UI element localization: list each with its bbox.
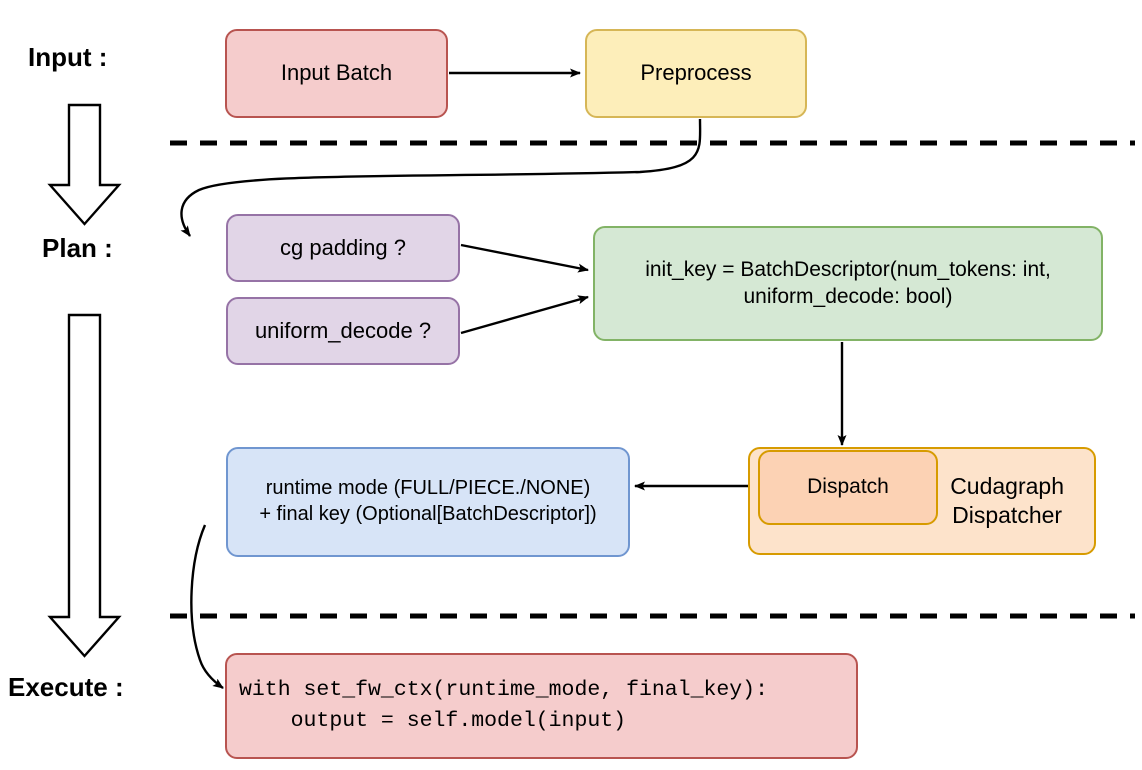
node-input-batch[interactable]: Input Batch (225, 29, 448, 118)
node-dispatch-label: Dispatch (807, 475, 889, 499)
node-execute-code-label: with set_fw_ctx(runtime_mode, final_key)… (239, 678, 768, 733)
node-execute-code[interactable]: with set_fw_ctx(runtime_mode, final_key)… (225, 653, 858, 759)
arrow-cg-padding-to-init-key (460, 243, 589, 273)
node-uniform-decode[interactable]: uniform_decode ? (226, 297, 460, 365)
node-preprocess[interactable]: Preprocess (585, 29, 807, 118)
node-runtime-mode-label: runtime mode (FULL/PIECE./NONE) + final … (259, 477, 597, 525)
arrow-runtime-mode-to-execute-code (190, 524, 224, 689)
node-input-batch-label: Input Batch (280, 60, 393, 86)
node-init-key[interactable]: init_key = BatchDescriptor(num_tokens: i… (593, 226, 1103, 341)
stage-arrow-plan-to-execute (47, 313, 122, 658)
stage-label-input: Input : (28, 42, 108, 72)
node-dispatch[interactable]: Dispatch (758, 450, 938, 525)
node-cg-padding-label: cg padding ? (280, 234, 406, 260)
node-uniform-decode-label: uniform_decode ? (254, 317, 432, 343)
stage-arrow-input-to-plan (47, 103, 122, 226)
node-cudagraph-dispatcher-label: Cudagraph Dispatcher (950, 472, 1064, 528)
node-preprocess-label: Preprocess (640, 60, 752, 86)
node-cg-padding[interactable]: cg padding ? (226, 214, 460, 282)
node-runtime-mode[interactable]: runtime mode (FULL/PIECE./NONE) + final … (226, 447, 630, 557)
stage-label-plan: Plan : (42, 233, 113, 263)
node-init-key-label: init_key = BatchDescriptor(num_tokens: i… (645, 257, 1051, 308)
stage-label-execute: Execute : (8, 672, 124, 702)
arrow-uniform-decode-to-init-key (460, 295, 589, 335)
